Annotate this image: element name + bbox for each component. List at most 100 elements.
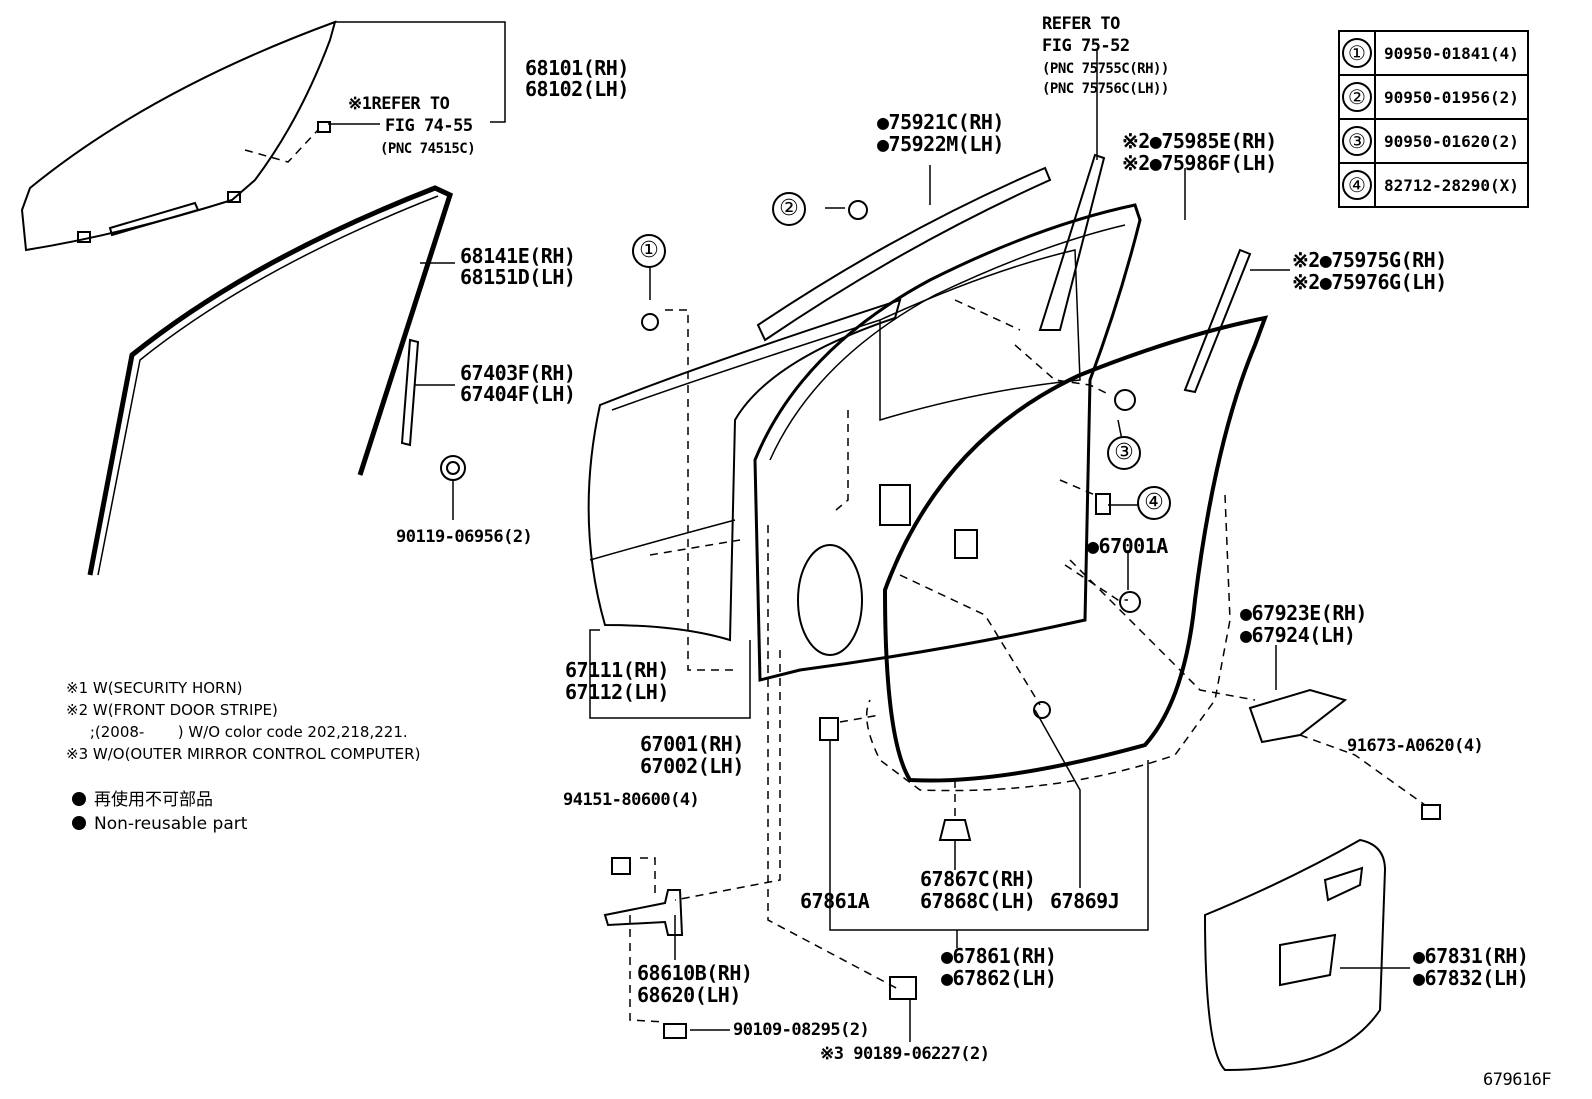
clip-part (938, 819, 972, 841)
label-panel-rh: 67111(RH) (565, 658, 669, 682)
label-refer1-pnc: (PNC 74515C) (380, 141, 476, 157)
label-refer2-fig: FIG 75-52 (1042, 36, 1130, 56)
dashed-leaders (244, 129, 1426, 1023)
label-bolt-2: 90109-08295(2) (733, 1020, 870, 1040)
label-seal-rh: ●67831(RH) (1413, 944, 1529, 968)
non-reusable-dot-icon (72, 792, 86, 806)
ref-row: ② 90950-01956(2) (1338, 74, 1529, 120)
label-belt-rh: ●75921C(RH) (877, 110, 1004, 134)
division-bar-drawing (400, 338, 420, 447)
label-refer1: ※1REFER TO (348, 94, 450, 114)
refer1-text: REFER TO (371, 94, 450, 114)
refer1-mark: ※1 (348, 94, 372, 114)
label-clip-d: ※3 90189-06227(2) (820, 1044, 990, 1064)
note-2-detail: ;(2008- ) W/O color code 202,218,221. (66, 723, 408, 741)
fastener-part (1095, 493, 1111, 515)
door-outer-lower (589, 519, 736, 561)
stripe-rear-drawing (1183, 248, 1252, 394)
check-nut (611, 857, 631, 875)
label-nut-a: 94151-80600(4) (563, 790, 700, 810)
ref-number: ③ (1338, 118, 1376, 164)
label-refer2-pnc-rh: (PNC 75755C(RH)) (1042, 61, 1169, 77)
belt-moulding-drawing (756, 166, 1052, 342)
ref-part: 90950-01841(4) (1374, 30, 1529, 76)
callout-1: ① (632, 234, 666, 268)
callout-3: ③ (1107, 436, 1141, 470)
fastener-part (848, 200, 868, 220)
label-clip-a: 67861A (800, 889, 870, 913)
label-glass-rh: 68101(RH) (525, 56, 629, 80)
bolt-head (440, 455, 466, 481)
callout-2: ② (772, 192, 806, 226)
ref-number: ④ (1338, 162, 1376, 208)
reference-table: ① 90950-01841(4) ② 90950-01956(2) ③ 9095… (1338, 30, 1529, 208)
service-hole (879, 484, 911, 526)
label-door-lh: 67002(LH) (640, 754, 744, 778)
ref-row: ④ 82712-28290(X) (1338, 162, 1529, 208)
ref-number-text: ③ (1342, 126, 1372, 156)
ref-row: ③ 90950-01620(2) (1338, 118, 1529, 164)
screw-part (1421, 804, 1441, 820)
legend-en: Non-reusable part (72, 812, 247, 836)
label-clip-b-lh: 67868C(LH) (920, 889, 1036, 913)
label-refer2-pnc-lh: (PNC 75756C(LH)) (1042, 81, 1169, 97)
note-3: ※3 W/O(OUTER MIRROR CONTROL COMPUTER) (66, 745, 421, 763)
cover-cutout (1323, 866, 1364, 902)
note-1: ※1 W(SECURITY HORN) (66, 679, 243, 697)
label-refer1-fig: FIG 74-55 (385, 116, 473, 136)
label-belt-lh: ●75922M(LH) (877, 132, 1004, 156)
ref-number-text: ① (1342, 38, 1372, 68)
ref-number: ② (1338, 74, 1376, 120)
label-weatherstrip-rh: ●67923E(RH) (1240, 601, 1367, 625)
label-cover-rh: ●67861(RH) (941, 944, 1057, 968)
label-weatherstrip-lh: ●67924(LH) (1240, 623, 1356, 647)
leader-lines (328, 21, 1410, 1042)
clip-part (1033, 701, 1051, 719)
glass-clip (77, 231, 91, 243)
non-reusable-dot-icon (72, 816, 86, 830)
callout-4: ④ (1137, 486, 1171, 520)
label-stripe-b-lh: ※2●75976G(LH) (1292, 270, 1447, 294)
label-screw-a: 91673-A0620(4) (1347, 736, 1484, 756)
label-seal-lh: ●67832(LH) (1413, 966, 1529, 990)
glass-run-drawing (87, 185, 454, 576)
label-stripe-a-lh: ※2●75986F(LH) (1122, 151, 1277, 175)
glass-run-inner (97, 195, 439, 576)
label-refer2: REFER TO (1042, 14, 1120, 34)
label-channel-lh: 67404F(LH) (460, 382, 576, 406)
ref-part: 90950-01956(2) (1374, 74, 1529, 120)
door-check-drawing (603, 889, 684, 936)
clip-part (819, 717, 839, 741)
label-panel-lh: 67112(LH) (565, 680, 669, 704)
stripe-front-drawing (1038, 153, 1106, 331)
note-2: ※2 W(FRONT DOOR STRIPE) (66, 701, 278, 719)
label-channel-rh: 67403F(RH) (460, 361, 576, 385)
door-outer-crease (611, 319, 881, 411)
label-stripe-b-rh: ※2●75975G(RH) (1292, 248, 1447, 272)
door-frame-drawing (753, 203, 1142, 682)
bolt-head-inner (446, 461, 460, 475)
label-glass-run-rh: 68141E(RH) (460, 244, 576, 268)
clip-part (889, 976, 917, 1000)
label-stripe-a-rh: ※2●75985E(RH) (1122, 129, 1277, 153)
weatherstrip-retainer-drawing (1248, 688, 1348, 744)
ref-part: 82712-28290(X) (1374, 162, 1529, 208)
label-clip-b-rh: 67867C(RH) (920, 867, 1036, 891)
figure-id: 679616F (1483, 1070, 1552, 1090)
check-bolt (663, 1023, 687, 1039)
label-glass-lh: 68102(LH) (525, 77, 629, 101)
glass-clip (317, 121, 331, 133)
label-door-rh: 67001(RH) (640, 732, 744, 756)
legend-jp-text: 再使用不可部品 (94, 790, 213, 810)
service-hole (954, 529, 978, 559)
ref-number: ① (1338, 30, 1376, 76)
fastener-part (1114, 389, 1136, 411)
label-clip-c: 67869J (1050, 889, 1120, 913)
ref-number-text: ② (1342, 82, 1372, 112)
ref-number-text: ④ (1342, 170, 1372, 200)
door-window-opening (879, 249, 1081, 422)
door-glass-drawing (20, 20, 337, 252)
label-glass-run-lh: 68151D(LH) (460, 265, 576, 289)
speaker-hole (797, 544, 863, 656)
